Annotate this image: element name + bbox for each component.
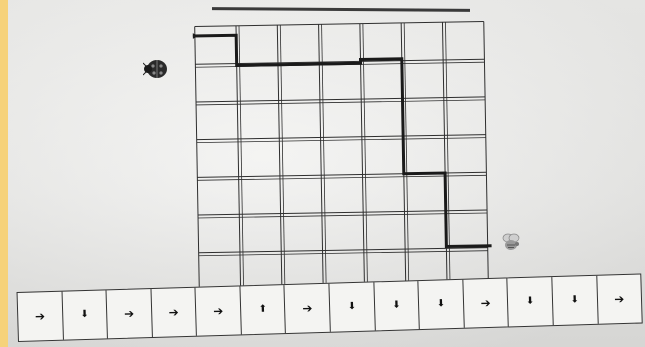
command-cell: ⬇: [62, 290, 108, 339]
arrow-down-icon: ⬇: [526, 297, 535, 307]
command-cell: ⬇: [552, 276, 598, 325]
command-cell: ➔: [196, 286, 242, 335]
arrow-down-icon: ⬇: [437, 299, 446, 309]
grid-line-horizontal: [198, 210, 487, 215]
grid-line-horizontal: [198, 213, 487, 218]
arrow-right-icon: ➔: [168, 306, 178, 318]
ladybug-icon: [143, 56, 169, 80]
command-cell: ➔: [107, 289, 153, 338]
command-cell: ➔: [463, 278, 509, 327]
command-cell: ⬇: [419, 280, 465, 329]
command-cell: ⬇: [374, 281, 420, 330]
arrow-right-icon: ➔: [480, 297, 490, 309]
maze-grid: [193, 19, 493, 294]
arrow-up-icon: ⬆: [258, 305, 267, 315]
arrow-right-icon: ➔: [614, 293, 624, 305]
command-cell: ⬇: [329, 282, 375, 331]
grid-line-horizontal: [197, 138, 486, 143]
arrow-down-icon: ⬇: [392, 301, 401, 311]
grid-line-horizontal: [199, 251, 488, 256]
arrow-right-icon: ➔: [213, 305, 223, 317]
command-cell: ➔: [18, 292, 64, 341]
arrow-right-icon: ➔: [124, 308, 134, 320]
arrow-down-icon: ⬇: [80, 310, 89, 320]
command-cell: ➔: [597, 275, 642, 324]
grid-drawing: [193, 19, 493, 294]
command-cell: ➔: [151, 288, 197, 337]
arrow-right-icon: ➔: [302, 302, 312, 314]
grid-line-horizontal: [197, 135, 486, 140]
grid-line-horizontal: [197, 175, 486, 180]
command-cell: ⬇: [508, 277, 554, 326]
arrow-down-icon: ⬇: [570, 295, 579, 305]
grid-line-horizontal: [196, 97, 485, 102]
grid-line-horizontal: [199, 248, 488, 253]
bee-icon: [500, 232, 522, 252]
command-cell: ➔: [285, 284, 331, 333]
command-cell: ⬆: [240, 285, 286, 334]
arrow-right-icon: ➔: [35, 310, 45, 322]
arrow-down-icon: ⬇: [348, 302, 357, 312]
grid-line-horizontal: [196, 100, 485, 105]
